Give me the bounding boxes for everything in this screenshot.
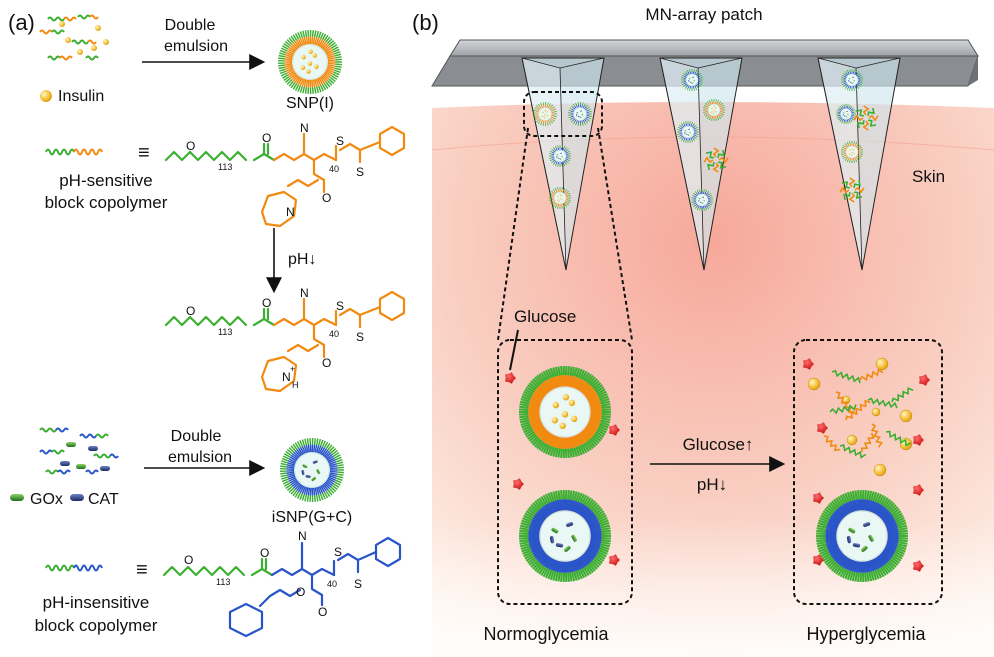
chem3-o2: O — [260, 546, 269, 560]
chem1-o2: O — [262, 131, 271, 145]
chem2-h: H — [292, 380, 299, 390]
insulin-label: Insulin — [58, 88, 104, 105]
equiv-symbol-1: ≡ — [138, 142, 150, 164]
polymer1-label-line2: block copolymer — [45, 193, 168, 212]
polymer1-icon — [45, 148, 103, 156]
chem-structure-3: 113 40 O O N S S O O — [162, 529, 402, 638]
zoom-source-box — [523, 91, 603, 137]
polymer1-label-line1: pH-sensitive — [59, 171, 153, 190]
chem3-n113: 113 — [216, 577, 230, 587]
chem3-o1: O — [184, 553, 193, 567]
polymer2-icon — [45, 564, 103, 572]
cat-icon — [70, 494, 84, 501]
arrow1-line1: Double — [165, 17, 216, 34]
chem1-o1: O — [186, 139, 195, 153]
chem2-o3: O — [322, 356, 331, 370]
arrow1-line2: emulsion — [164, 38, 228, 55]
panel-a: (a) Insulin Double emulsion — [8, 10, 406, 638]
ph-arrow-label: pH↓ — [288, 251, 316, 268]
chem3-o3: O — [318, 605, 327, 619]
chem-structure-2: 113 40 O O N S S O N H + — [164, 286, 406, 393]
transition-line2: pH↓ — [697, 475, 727, 494]
panel-b-label: (b) — [412, 10, 439, 35]
polymer2-label-line2: block copolymer — [35, 616, 158, 635]
equiv-symbol-2: ≡ — [136, 559, 148, 581]
chem1-s2: S — [356, 165, 364, 179]
cat-label: CAT — [88, 491, 119, 508]
chem1-n: N — [300, 121, 309, 135]
glucose-pointer — [509, 329, 519, 371]
chem2-nh: N — [282, 370, 291, 384]
arrow2-line1: Double — [171, 428, 222, 445]
skin-label: Skin — [912, 167, 945, 186]
raw-polymer-insulin-mix — [39, 14, 109, 61]
raw-polymer-enzyme-mix — [39, 427, 119, 475]
isnp-label: iSNP(G+C) — [272, 509, 352, 526]
zoom-line-left — [497, 127, 529, 341]
zoom-line-right — [597, 127, 633, 341]
isnp-enzyme-nanoparticle — [279, 437, 344, 503]
chem1-s1: S — [336, 134, 344, 148]
hyperglycemia-box — [793, 339, 943, 605]
glucose-label: Glucose — [514, 307, 576, 326]
normoglycemia-label: Normoglycemia — [483, 624, 609, 644]
needle-nanoparticles — [533, 69, 879, 211]
chem3-n40: 40 — [327, 579, 337, 589]
chem1-n40: 40 — [329, 164, 339, 174]
gox-icon — [10, 494, 24, 501]
arrow2-line2: emulsion — [168, 449, 232, 466]
chem2-s1: S — [336, 299, 344, 313]
snp-insulin-nanoparticle — [277, 29, 342, 95]
gox-label: GOx — [30, 491, 63, 508]
patch-title: MN-array patch — [645, 5, 762, 24]
chem3-s2: S — [354, 577, 362, 591]
chem2-o1: O — [186, 304, 195, 318]
transition-line1: Glucose↑ — [683, 435, 754, 454]
chem-structure-1: 113 40 O O N S S O N — [164, 121, 406, 228]
chem1-n-ring: N — [286, 205, 295, 219]
microneedle-3 — [817, 57, 901, 271]
chem3-o4: O — [296, 585, 305, 599]
panel-b: (b) MN-array patch Skin — [412, 5, 994, 657]
microneedle-2 — [659, 57, 743, 271]
chem1-o3: O — [322, 191, 331, 205]
chem2-o2: O — [262, 296, 271, 310]
normoglycemia-particles — [505, 365, 620, 583]
chem2-s2: S — [356, 330, 364, 344]
normoglycemia-box — [497, 339, 633, 605]
chem2-n: N — [300, 286, 309, 300]
chem3-s1: S — [334, 545, 342, 559]
chem2-n40: 40 — [329, 329, 339, 339]
hyperglycemia-label: Hyperglycemia — [806, 624, 926, 644]
panel-a-label: (a) — [8, 10, 35, 35]
chem2-plus: + — [290, 364, 295, 374]
insulin-icon — [40, 90, 52, 102]
chem3-n: N — [298, 529, 307, 543]
polymer2-label-line1: pH-insensitive — [43, 593, 150, 612]
hyperglycemia-particles — [803, 357, 930, 583]
chem1-n113: 113 — [218, 162, 232, 172]
chem2-n113: 113 — [218, 327, 232, 337]
snp-label: SNP(I) — [286, 95, 334, 112]
